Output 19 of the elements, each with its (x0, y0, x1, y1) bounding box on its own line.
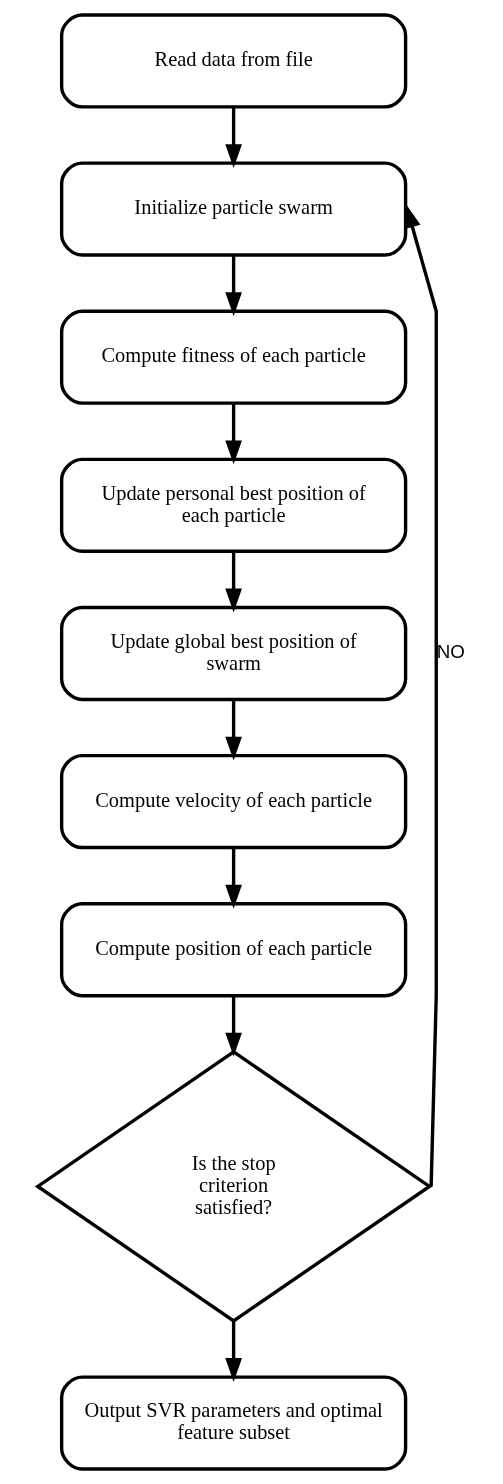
edge-label: NO (436, 641, 465, 663)
arrow (225, 552, 242, 613)
node-box: Initialize particle swarm (59, 161, 408, 257)
node-box: Read data from file (59, 13, 408, 109)
arrow (225, 107, 242, 169)
arrow (225, 1321, 242, 1382)
arrow (225, 700, 242, 761)
arrow (225, 403, 242, 465)
node-box: Compute velocity of each particle (59, 753, 408, 850)
arrow (225, 848, 242, 909)
node-box: Compute fitness of each particle (59, 309, 408, 405)
node-box: Update personal best position of each particle (59, 457, 408, 553)
node-box: Compute position of each particle (59, 902, 408, 998)
node-box: Output SVR parameters and optimal feature subset (59, 1375, 408, 1471)
arrow (225, 255, 242, 317)
arrow (404, 204, 438, 1187)
node-diamond: Is the stop criterion satisfied? (34, 1049, 433, 1323)
node-box: Update global best position of swarm (59, 605, 408, 702)
arrow (225, 995, 242, 1057)
